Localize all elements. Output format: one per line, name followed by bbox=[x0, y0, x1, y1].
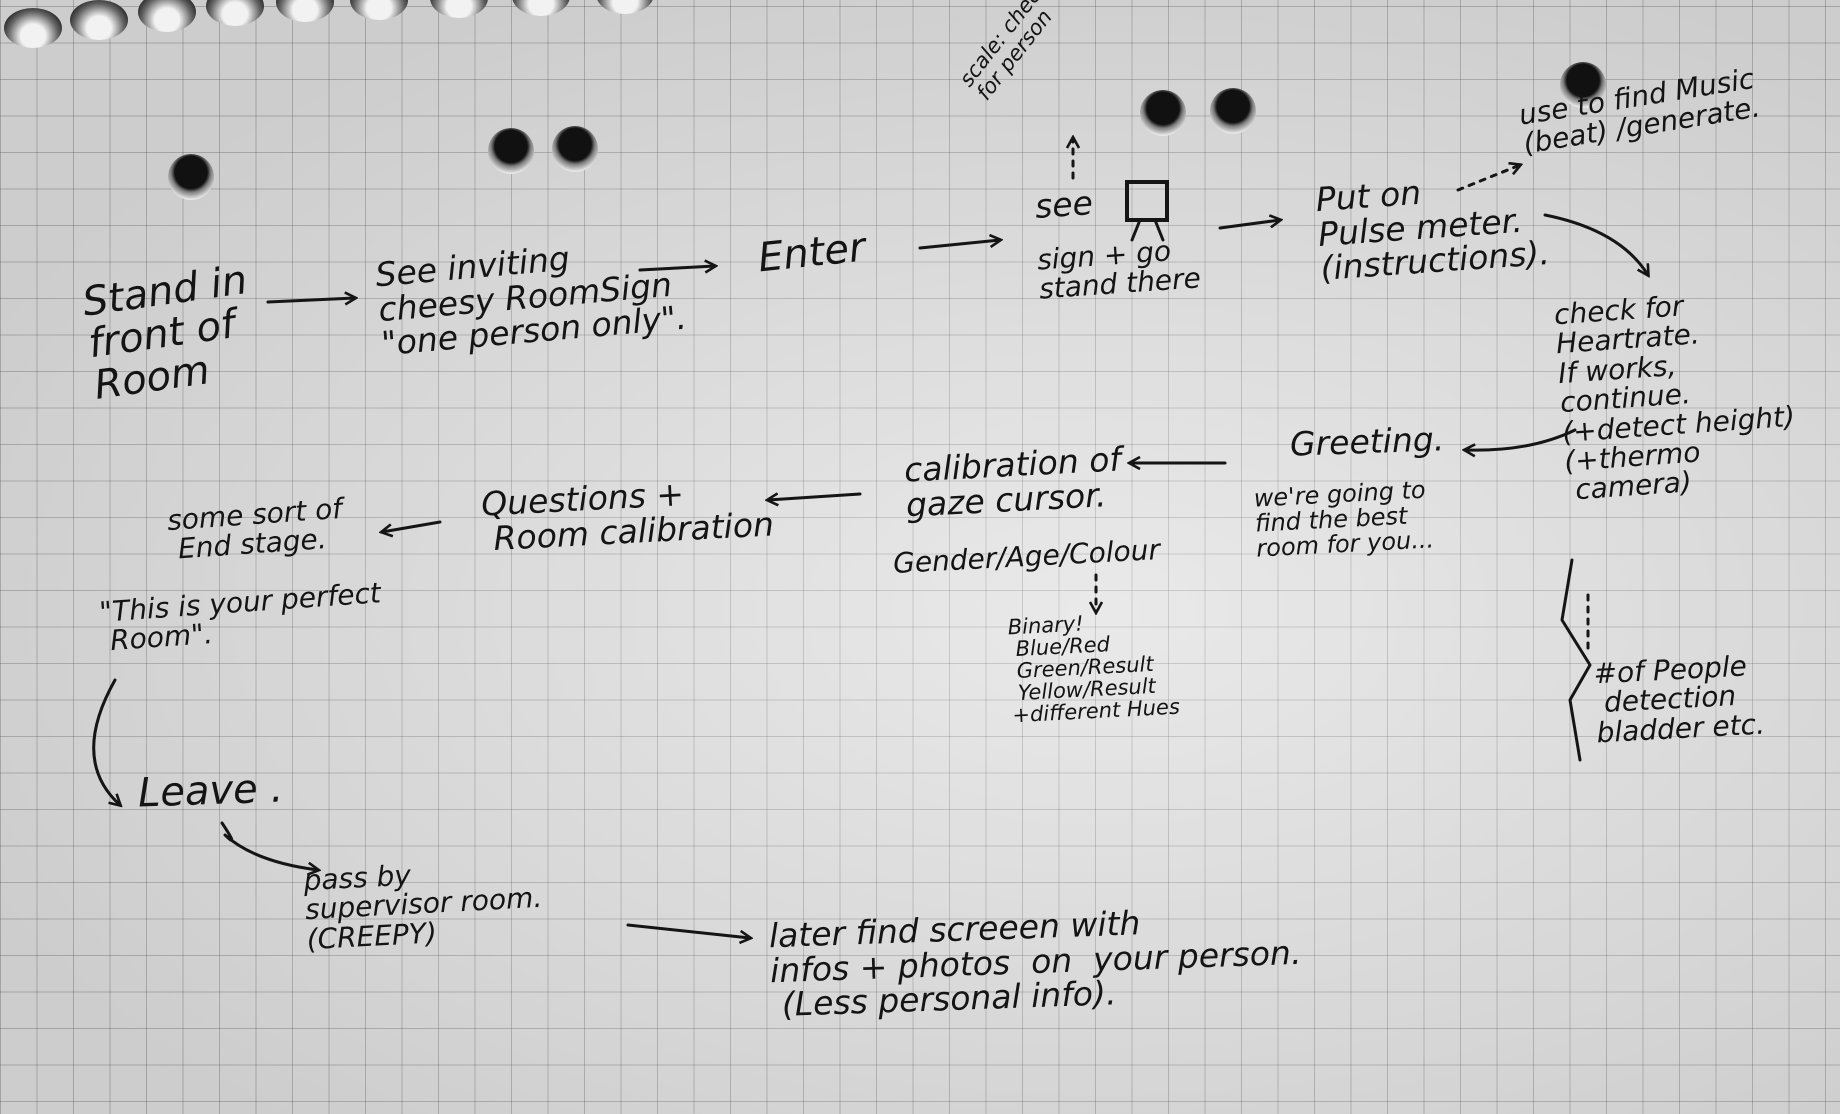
note-going-to-find: we're going to find the best room for yo… bbox=[1253, 475, 1435, 563]
arrow-enter-to-see bbox=[918, 240, 1000, 250]
arrow-pulse-to-music bbox=[1456, 165, 1520, 192]
arrow-pass-to-later bbox=[626, 923, 750, 938]
arrow-see-to-pulse bbox=[1218, 220, 1280, 230]
punched-hole bbox=[552, 126, 598, 172]
punched-hole bbox=[1210, 88, 1256, 134]
note-people-detection: #of People detection bladder etc. bbox=[1592, 649, 1766, 750]
stand-sign-icon bbox=[1125, 180, 1169, 242]
note-stand-in-front: Stand in front of Room bbox=[79, 257, 251, 409]
spiral-ring bbox=[4, 8, 62, 48]
punched-hole bbox=[168, 154, 214, 200]
note-check-heartrate: check for Heartrate. If works, continue.… bbox=[1552, 289, 1796, 508]
spiral-ring bbox=[596, 0, 654, 14]
note-enter: Enter bbox=[755, 224, 868, 282]
arrow-questions-to-end bbox=[382, 520, 442, 532]
note-sign-and-stand: sign + go stand there bbox=[1036, 234, 1202, 306]
punched-hole bbox=[488, 128, 534, 174]
bracket-check-to-people bbox=[1560, 558, 1592, 762]
note-greeting: Greeting. bbox=[1289, 419, 1445, 464]
note-binary-colours: Binary! Blue/Red Green/Result Yellow/Res… bbox=[1007, 611, 1181, 728]
spiral-ring bbox=[512, 0, 570, 16]
note-questions: Questions + Room calibration bbox=[480, 474, 775, 559]
arrow-sign-to-enter bbox=[638, 266, 715, 270]
arrow-pulse-to-check bbox=[1543, 213, 1648, 275]
punched-hole bbox=[1560, 62, 1606, 108]
spiral-ring bbox=[70, 0, 128, 40]
arrow-end-to-leave bbox=[92, 678, 120, 805]
note-pass-supervisor: pass by supervisor room. (CREEPY) bbox=[302, 858, 543, 956]
spiral-ring bbox=[138, 0, 196, 32]
arrow-calibration-to-questions bbox=[768, 494, 862, 500]
arrow-leave-to-pass bbox=[220, 821, 318, 870]
arrow-check-to-greeting bbox=[1465, 428, 1577, 450]
spiral-ring bbox=[430, 0, 488, 18]
spiral-ring bbox=[276, 0, 334, 22]
note-calibration: calibration of gaze cursor. bbox=[903, 439, 1122, 525]
spiral-ring bbox=[350, 0, 408, 20]
note-end-stage: some sort of End stage. bbox=[166, 491, 344, 567]
note-leave: Leave . bbox=[137, 765, 284, 817]
note-pulse-meter: Put on Pulse meter. (instructions). bbox=[1314, 172, 1551, 289]
note-see: see bbox=[1033, 183, 1095, 226]
note-later-find-screen: later find screeen with infos + photos o… bbox=[768, 903, 1302, 1025]
punched-hole bbox=[1140, 90, 1186, 136]
arrow-stand-to-sign bbox=[266, 298, 355, 302]
